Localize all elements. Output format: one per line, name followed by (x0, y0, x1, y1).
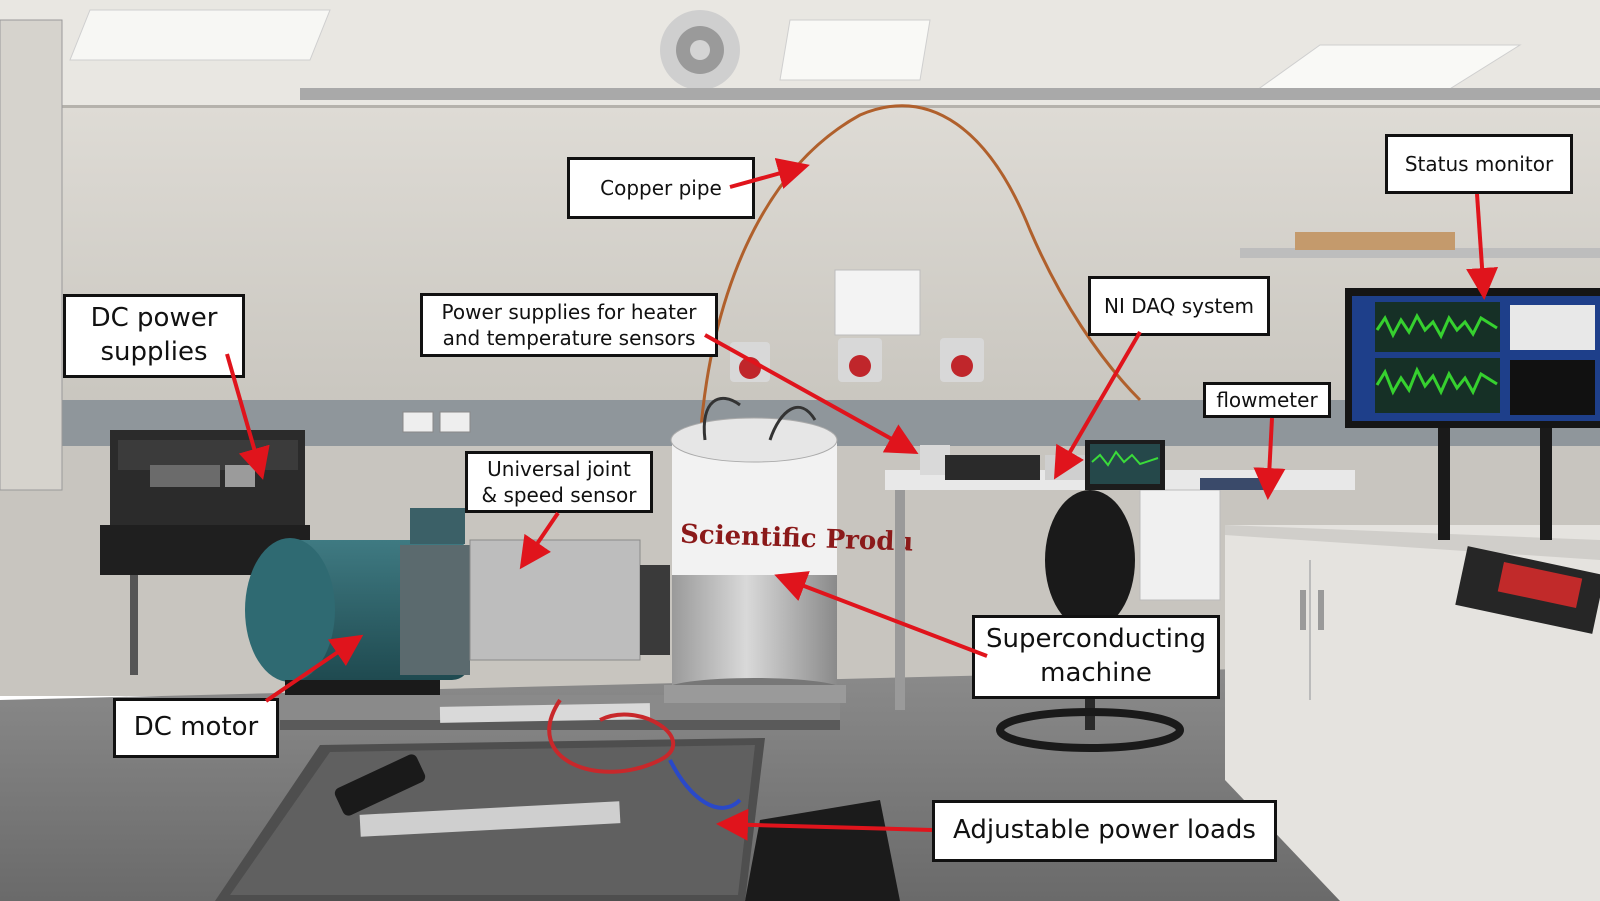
label-adjustable-power-loads-text: Adjustable power loads (953, 815, 1256, 846)
label-ni-daq-system: NI DAQ system (1088, 276, 1270, 336)
label-dc-power-supplies-text: DC power supplies (90, 303, 218, 367)
label-superconducting-machine-text: Superconducting machine (986, 624, 1206, 688)
label-status-monitor: Status monitor (1385, 134, 1573, 194)
ceiling (0, 0, 1600, 110)
label-flowmeter-text: flowmeter (1216, 388, 1318, 412)
adjustable-power-loads (215, 698, 765, 901)
label-universal-joint: Universal joint & speed sensor (465, 451, 653, 513)
label-copper-pipe-text: Copper pipe (600, 176, 722, 200)
label-power-supplies-heater-text: Power supplies for heater and temperatur… (441, 300, 697, 350)
label-adjustable-power-loads: Adjustable power loads (932, 800, 1277, 862)
copper-pipe (698, 104, 1142, 441)
label-status-monitor-text: Status monitor (1404, 152, 1554, 176)
cabinets (1225, 525, 1600, 901)
status-monitor-screen (1345, 288, 1600, 540)
label-superconducting-machine: Superconducting machine (972, 615, 1220, 699)
label-power-supplies-heater: Power supplies for heater and temperatur… (420, 293, 718, 357)
label-dc-motor-text: DC motor (133, 712, 259, 743)
label-dc-motor: DC motor (113, 698, 279, 758)
label-copper-pipe: Copper pipe (567, 157, 755, 219)
label-ni-daq-system-text: NI DAQ system (1104, 294, 1254, 318)
universal-joint-housing (469, 539, 641, 661)
superconducting-cryostat: Scientific Produ (664, 396, 914, 703)
label-dc-power-supplies: DC power supplies (63, 294, 245, 378)
label-universal-joint-text: Universal joint & speed sensor (481, 457, 637, 507)
label-flowmeter: flowmeter (1203, 382, 1331, 418)
